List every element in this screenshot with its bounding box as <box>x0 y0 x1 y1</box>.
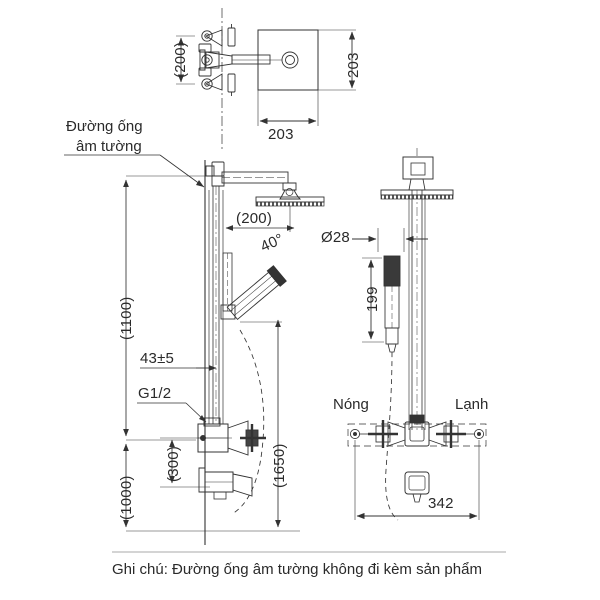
side-elevation <box>197 160 325 545</box>
label-cold: Lạnh <box>455 396 489 413</box>
thread-label-leader <box>137 402 207 423</box>
dim-top-view-bottom: 203 <box>268 126 294 143</box>
dim-top-view-vertical: (200) <box>172 41 189 78</box>
dim-height-lower: (1000) <box>118 475 135 520</box>
dim-outlet-drop: (300) <box>165 445 182 482</box>
wall-pipe-leader <box>64 154 205 188</box>
dim-handshower-length: 199 <box>364 286 381 312</box>
dim-height-upper: (1100) <box>118 296 135 340</box>
dim-diameter: Ø28 <box>321 229 350 246</box>
label-hot: Nóng <box>333 396 369 413</box>
wall-pipe-label-line2: âm tường <box>76 138 142 155</box>
dim-arm-projection: (200) <box>236 210 273 227</box>
footer-note: Ghi chú: Đường ống âm tường không đi kèm… <box>112 561 482 578</box>
overall-height-dimension <box>240 319 282 528</box>
dim-top-view-right: 203 <box>345 52 362 78</box>
left-dimension-chain <box>123 175 300 532</box>
wall-pipe-label-line1: Đường ống <box>66 118 143 135</box>
dim-valve-offset: 43±5 <box>140 350 175 367</box>
label-thread: G1/2 <box>138 385 172 402</box>
top-view <box>176 8 356 150</box>
dim-total-height: (1650) <box>271 443 288 488</box>
front-elevation <box>347 148 487 521</box>
top-view-dimensions <box>177 31 356 125</box>
arm-projection-dimension <box>225 206 295 232</box>
dim-spread: 342 <box>428 495 454 512</box>
